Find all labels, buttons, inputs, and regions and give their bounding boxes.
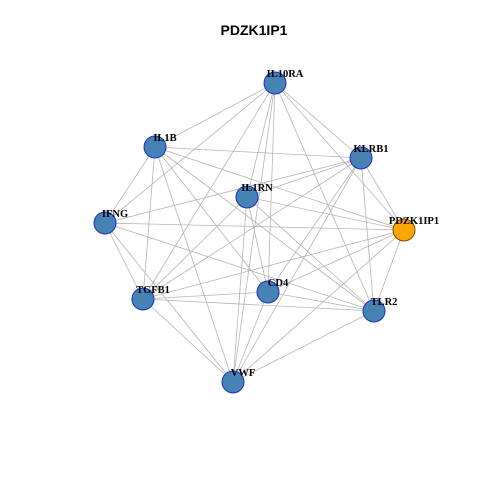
edge-il1b-klrb1 [154, 146, 362, 159]
edge-klrb1-cd4 [267, 157, 362, 293]
node-label-ifng: IFNG [102, 209, 128, 220]
node-label-il10ra: IL10RA [267, 69, 304, 80]
node-klrb1 [349, 146, 373, 170]
edge-il1b-pdzk1ip1 [154, 146, 405, 231]
edge-il1rn-pdzk1ip1 [246, 196, 405, 231]
edge-klrb1-il1rn [246, 157, 362, 198]
node-label-klrb1: KLRB1 [353, 144, 388, 155]
edge-ifng-vwf [104, 222, 234, 383]
edge-il1rn-tlr2 [246, 196, 375, 312]
edge-il10ra-il1rn [246, 82, 276, 198]
node-il1rn [235, 185, 259, 209]
node-label-tgfb1: TGFB1 [136, 285, 170, 296]
node-pdzk1ip1 [392, 218, 416, 242]
edge-il1rn-vwf [232, 196, 248, 383]
edge-il10ra-cd4 [267, 82, 276, 293]
edge-il1b-cd4 [154, 146, 269, 293]
node-ifng [93, 211, 117, 235]
edge-il10ra-tlr2 [274, 82, 375, 312]
node-tgfb1 [131, 287, 155, 311]
edge-il10ra-vwf [232, 82, 276, 383]
edge-klrb1-tlr2 [360, 157, 375, 312]
edge-tlr2-vwf [232, 310, 375, 383]
edge-vwf-pdzk1ip1 [232, 229, 405, 383]
edge-il10ra-il1b [154, 82, 276, 148]
node-label-vwf: VWF [231, 368, 256, 379]
edge-klrb1-ifng [104, 157, 362, 224]
edge-cd4-pdzk1ip1 [267, 229, 405, 293]
edge-il1b-tgfb1 [142, 146, 156, 300]
edge-il1rn-tgfb1 [142, 196, 248, 300]
edge-tlr2-pdzk1ip1 [373, 229, 405, 312]
node-label-il1rn: IL1RN [241, 183, 273, 194]
node-vwf [221, 370, 245, 394]
node-cd4 [256, 280, 280, 304]
node-label-tlr2: TLR2 [371, 297, 398, 308]
edge-il1rn-cd4 [246, 196, 269, 293]
node-il1b [143, 135, 167, 159]
edge-ifng-pdzk1ip1 [104, 222, 405, 231]
edge-tgfb1-vwf [142, 298, 234, 383]
node-label-pdzk1ip1: PDZK1IP1 [389, 216, 439, 227]
node-tlr2 [362, 299, 386, 323]
edge-tgfb1-tlr2 [142, 298, 375, 312]
edge-klrb1-pdzk1ip1 [360, 157, 405, 231]
node-il10ra [263, 71, 287, 95]
edge-cd4-vwf [232, 291, 269, 383]
node-label-cd4: CD4 [268, 278, 289, 289]
edge-klrb1-tgfb1 [142, 157, 362, 300]
edge-klrb1-vwf [232, 157, 362, 383]
edge-il1b-ifng [104, 146, 156, 224]
edge-layer [104, 82, 405, 383]
edge-il10ra-ifng [104, 82, 276, 224]
edge-il10ra-klrb1 [274, 82, 362, 159]
edge-il1b-tlr2 [154, 146, 375, 312]
edge-ifng-tgfb1 [104, 222, 144, 300]
diagram-title: PDZK1IP1 [221, 22, 288, 38]
edge-il10ra-tgfb1 [142, 82, 276, 300]
edge-cd4-tlr2 [267, 291, 375, 312]
edge-tgfb1-cd4 [142, 291, 269, 300]
edge-il1b-vwf [154, 146, 234, 383]
edge-tgfb1-pdzk1ip1 [142, 229, 405, 300]
node-label-il1b: IL1B [153, 133, 176, 144]
node-layer [93, 71, 416, 394]
